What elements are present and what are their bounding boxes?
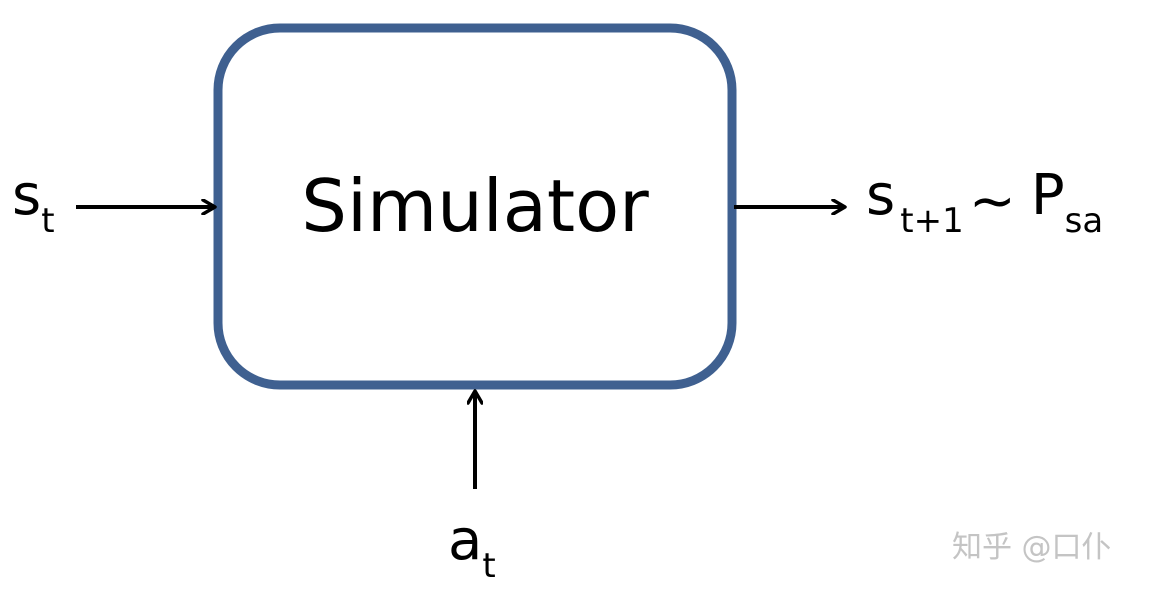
- output-state-label: s t+1 ∼ Psa: [866, 168, 1103, 239]
- output-distribution-symbol: P: [1030, 163, 1065, 228]
- input-state-subscript: t: [41, 201, 55, 241]
- input-action-symbol: a: [448, 508, 483, 573]
- output-state-symbol: s: [866, 163, 896, 228]
- simulator-box: [213, 23, 737, 390]
- output-state-subscript: t+1: [900, 201, 964, 241]
- input-state-symbol: s: [12, 163, 42, 228]
- simulator-label: Simulator: [301, 164, 649, 248]
- watermark-text: 知乎 @口仆: [952, 530, 1112, 565]
- input-state-label: st: [12, 168, 55, 239]
- output-relation-symbol: ∼: [968, 169, 1016, 234]
- output-distribution-subscript: sa: [1064, 201, 1104, 241]
- input-action-label: at: [448, 513, 496, 584]
- input-action-subscript: t: [482, 546, 496, 586]
